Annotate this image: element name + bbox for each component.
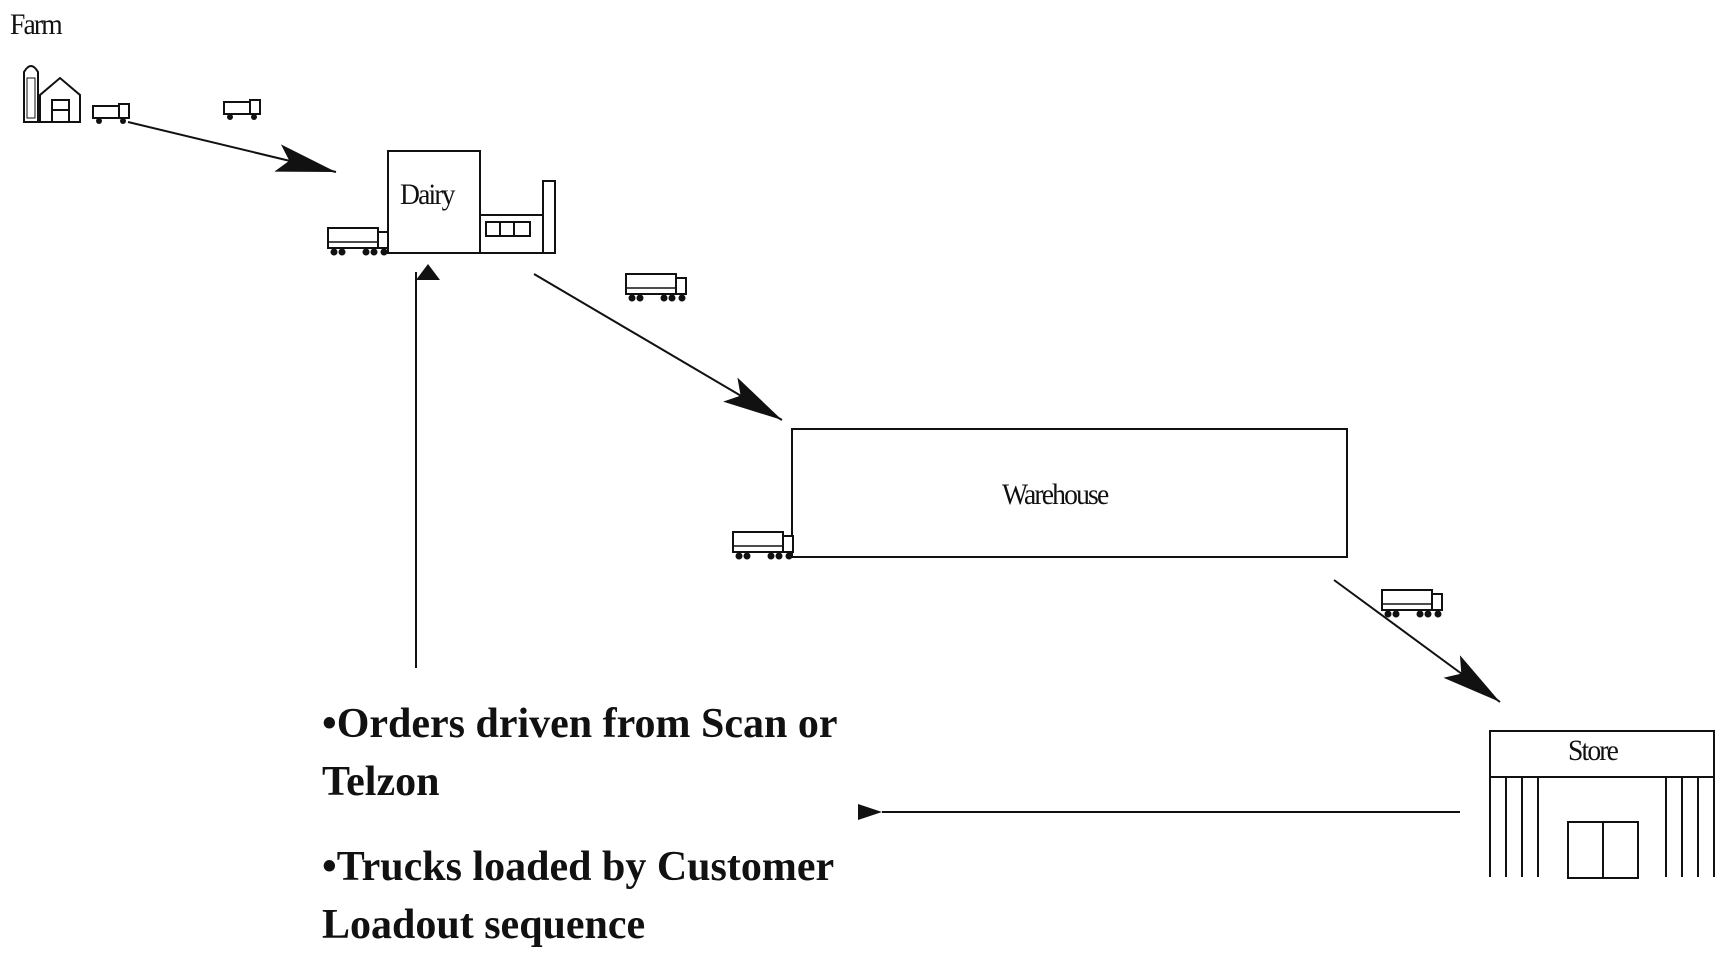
dairy-annex-icon (479, 180, 556, 254)
farm-label: Farm (10, 8, 63, 41)
dairy-label: Dairy (400, 178, 455, 211)
warehouse-to-store-arrow (1333, 579, 1501, 703)
semi-truck-icon (732, 531, 794, 561)
dairy-box (387, 150, 481, 254)
small-truck-icon (92, 103, 130, 125)
semi-truck-icon (327, 227, 389, 257)
farm-icon (23, 65, 81, 123)
farm-to-dairy-arrow (127, 121, 337, 173)
warehouse-box (791, 428, 1348, 558)
note-orders-driven: •Orders driven from Scan or Telzon (322, 701, 837, 805)
note-trucks-loaded: •Trucks loaded by Customer Loadout seque… (322, 844, 834, 948)
small-truck-icon (223, 99, 261, 121)
store-label: Store (1568, 734, 1619, 767)
store-building-icon (1489, 730, 1715, 879)
semi-truck-icon (625, 273, 687, 303)
semi-truck-icon (1381, 589, 1443, 619)
warehouse-label: Warehouse (1002, 478, 1109, 511)
dairy-to-warehouse-arrow (533, 273, 783, 421)
